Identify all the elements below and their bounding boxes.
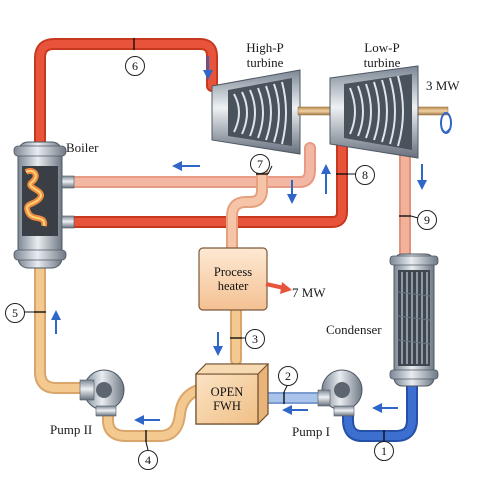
flow-arrow-icon — [203, 56, 213, 80]
state-9-marker: 9 — [417, 210, 437, 230]
flow-arrows — [51, 56, 427, 425]
process-heater — [198, 247, 268, 311]
state-3-marker: 3 — [245, 329, 265, 349]
flow-arrow-icon — [213, 332, 223, 356]
state-5-marker: 5 — [5, 303, 25, 323]
pump-1 — [317, 369, 363, 417]
high-p-turbine-label: High-P turbine — [236, 40, 294, 70]
boiler — [13, 141, 75, 269]
heat-out-arrow-icon — [265, 282, 285, 290]
state-6-marker: 6 — [125, 56, 145, 76]
pump-1-label: Pump I — [292, 424, 330, 439]
open-fwh — [194, 363, 270, 425]
flow-arrow-icon — [172, 161, 200, 171]
open-fwh-label: OPEN FWH — [196, 385, 258, 413]
pipe-state-5 — [34, 262, 90, 394]
process-heat-output-label: 7 MW — [292, 285, 326, 300]
flow-arrow-icon — [417, 164, 427, 190]
high-p-turbine-label-line2: turbine — [246, 55, 284, 70]
boiler-label: Boiler — [66, 140, 99, 155]
process-heater-label: Process heater — [199, 265, 267, 293]
state-4-marker: 4 — [138, 450, 158, 470]
low-p-turbine-label-line1: Low-P — [364, 40, 400, 55]
flow-arrow-icon — [287, 180, 297, 204]
flow-arrow-icon — [321, 164, 331, 194]
high-p-turbine-label-line1: High-P — [246, 40, 284, 55]
low-p-turbine-label: Low-P turbine — [356, 40, 408, 70]
open-fwh-label-line2: FWH — [213, 399, 241, 413]
pump-2 — [79, 369, 125, 417]
condenser — [389, 253, 439, 387]
turbine-power-label: 3 MW — [426, 78, 460, 93]
state-ticks — [34, 38, 411, 442]
state-2-marker: 2 — [278, 366, 298, 386]
state-1-marker: 1 — [374, 441, 394, 461]
flow-arrow-icon — [282, 405, 308, 415]
pump-2-label: Pump II — [50, 422, 93, 437]
pipe-state-6 — [34, 38, 218, 148]
low-p-turbine — [329, 65, 419, 159]
open-fwh-label-line1: OPEN — [210, 385, 244, 399]
flow-arrow-icon — [372, 403, 398, 413]
process-heater-label-line2: heater — [217, 279, 249, 293]
condenser-label: Condenser — [326, 322, 382, 337]
state-7-marker: 7 — [250, 154, 270, 174]
state-8-marker: 8 — [355, 165, 375, 185]
high-p-turbine — [211, 69, 301, 155]
flow-arrow-icon — [51, 310, 61, 334]
flow-arrow-icon — [134, 415, 160, 425]
rotation-arrow-icon — [440, 112, 452, 134]
low-p-turbine-label-line2: turbine — [363, 55, 401, 70]
process-heater-label-line1: Process — [213, 265, 253, 279]
pipes — [34, 38, 418, 442]
